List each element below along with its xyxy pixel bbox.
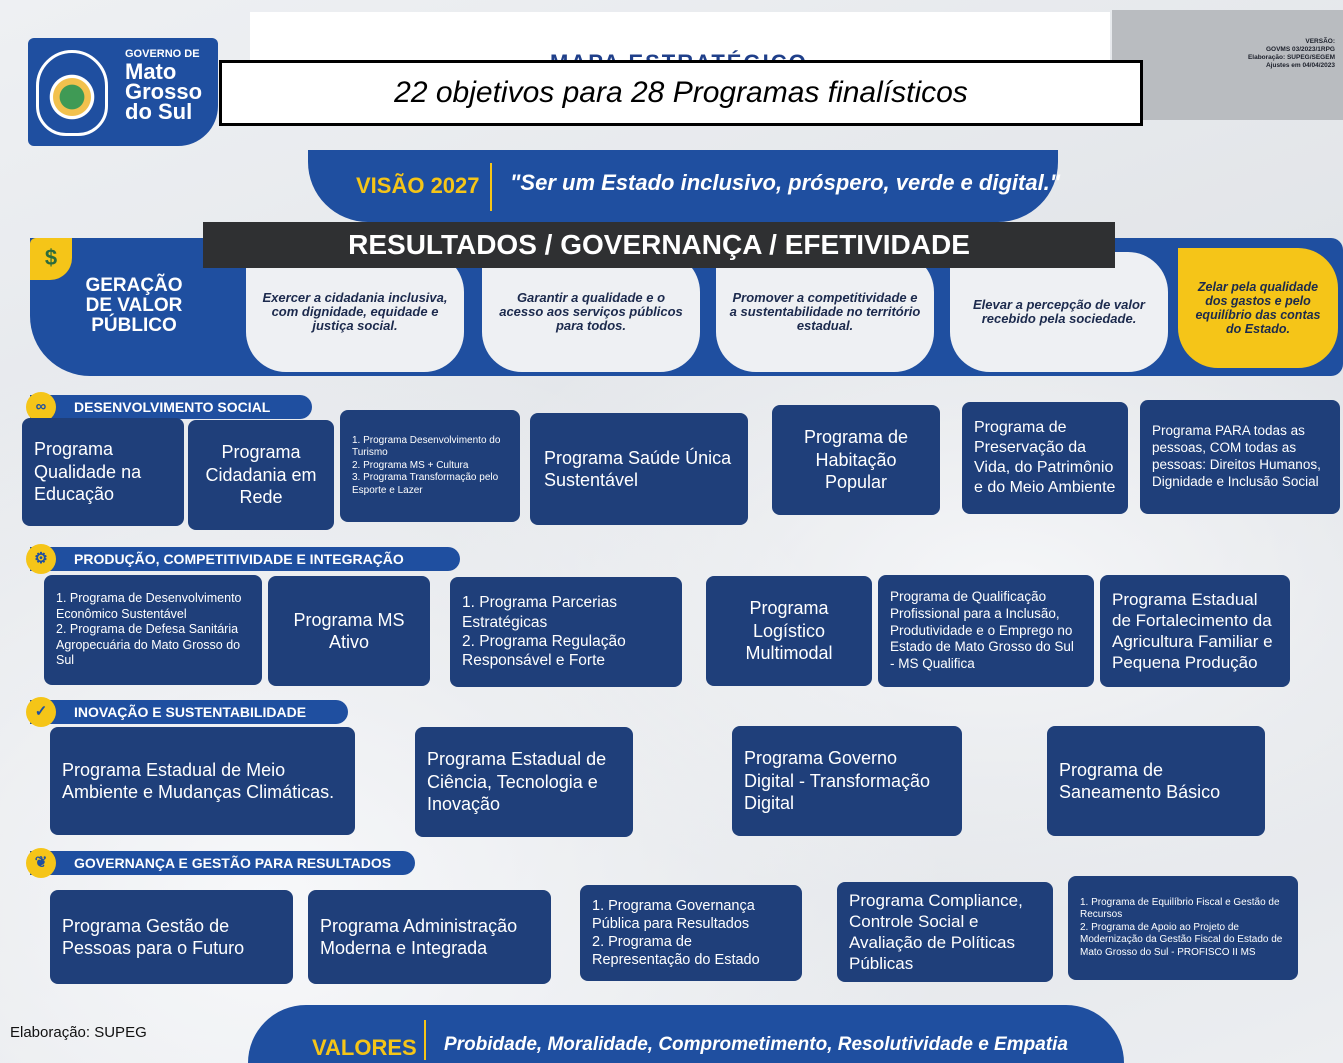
vision-label: VISÃO 2027	[356, 173, 480, 198]
program-box: Programa de Saneamento Básico	[1047, 726, 1265, 836]
program-box: Programa Saúde Única Sustentável	[530, 413, 748, 525]
program-box: Programa Estadual de Meio Ambiente e Mud…	[50, 727, 355, 835]
credit-text: Elaboração: SUPEG	[10, 1024, 147, 1041]
program-box: 1. Programa Governança Pública para Resu…	[580, 885, 802, 981]
gear-icon: ⚙	[26, 544, 56, 574]
program-box: Programa MS Ativo	[268, 576, 430, 686]
program-box: Programa Logístico Multimodal	[706, 576, 872, 686]
program-box: Programa Administração Moderna e Integra…	[308, 890, 551, 984]
objective-card: Elevar a percepção de valor recebido pel…	[950, 252, 1168, 372]
program-box: Programa Governo Digital - Transformação…	[732, 726, 962, 836]
program-box: 1. Programa de Equilíbrio Fiscal e Gestã…	[1068, 876, 1298, 980]
program-box: Programa Gestão de Pessoas para o Futuro	[50, 890, 293, 984]
social-section-icon: ∞	[26, 392, 56, 422]
program-box: Programa Cidadania em Rede	[188, 420, 334, 530]
headline-box: 22 objetivos para 28 Programas finalísti…	[219, 60, 1143, 126]
money-icon: $	[30, 238, 72, 280]
public-value-title: GERAÇÃO DE VALOR PÚBLICO	[85, 275, 183, 336]
government-label: GOVERNO DE	[125, 48, 200, 60]
results-governance-bar: RESULTADOS / GOVERNANÇA / EFETIVIDADE	[203, 222, 1115, 268]
program-box: Programa de Qualificação Profissional pa…	[878, 575, 1094, 687]
checkmark-icon: ✓	[26, 697, 56, 727]
values-label: VALORES	[312, 1035, 417, 1060]
version-box	[1112, 10, 1343, 120]
vision-text: "Ser um Estado inclusivo, próspero, verd…	[510, 170, 1061, 195]
program-box: Programa de Habitação Popular	[772, 405, 940, 515]
section-innovation-title: INOVAÇÃO E SUSTENTABILIDADE	[30, 700, 348, 724]
objective-card: Exercer a cidadania inclusiva, com digni…	[246, 252, 464, 372]
section-social-title: DESENVOLVIMENTO SOCIAL	[30, 395, 312, 419]
values-bar	[248, 1005, 1124, 1063]
program-box: Programa Estadual de Fortalecimento da A…	[1100, 575, 1290, 687]
leaf-icon: ❦	[26, 848, 56, 878]
vision-separator	[490, 163, 492, 211]
objective-card: Garantir a qualidade e o acesso aos serv…	[482, 252, 700, 372]
program-box: Programa Estadual de Ciência, Tecnologia…	[415, 727, 633, 837]
program-box: Programa Qualidade na Educação	[22, 418, 184, 526]
program-box: Programa Compliance, Controle Social e A…	[837, 882, 1053, 982]
program-box: 1. Programa Desenvolvimento do Turismo 2…	[340, 410, 520, 522]
section-governance-title: GOVERNANÇA E GESTÃO PARA RESULTADOS	[30, 851, 415, 875]
values-separator	[424, 1020, 426, 1060]
version-text: VERSÃO: GOVMS 03/2023/1RPG Elaboração: S…	[1247, 38, 1335, 69]
values-text: Probidade, Moralidade, Comprometimento, …	[444, 1034, 1068, 1055]
state-crest-icon	[36, 50, 108, 136]
objective-card: Promover a competitividade e a sustentab…	[716, 252, 934, 372]
government-name: Mato Grosso do Sul	[125, 59, 203, 124]
objective-card-highlight: Zelar pela qualidade dos gastos e pelo e…	[1178, 248, 1338, 368]
program-box: 1. Programa Parcerias Estratégicas 2. Pr…	[450, 577, 682, 687]
program-box: Programa de Preservação da Vida, do Patr…	[962, 402, 1128, 514]
program-box: Programa PARA todas as pessoas, COM toda…	[1140, 400, 1340, 514]
program-box: 1. Programa de Desenvolvimento Econômico…	[44, 575, 262, 685]
section-production-title: PRODUÇÃO, COMPETITIVIDADE E INTEGRAÇÃO	[30, 547, 460, 571]
vision-bar	[308, 150, 1058, 222]
